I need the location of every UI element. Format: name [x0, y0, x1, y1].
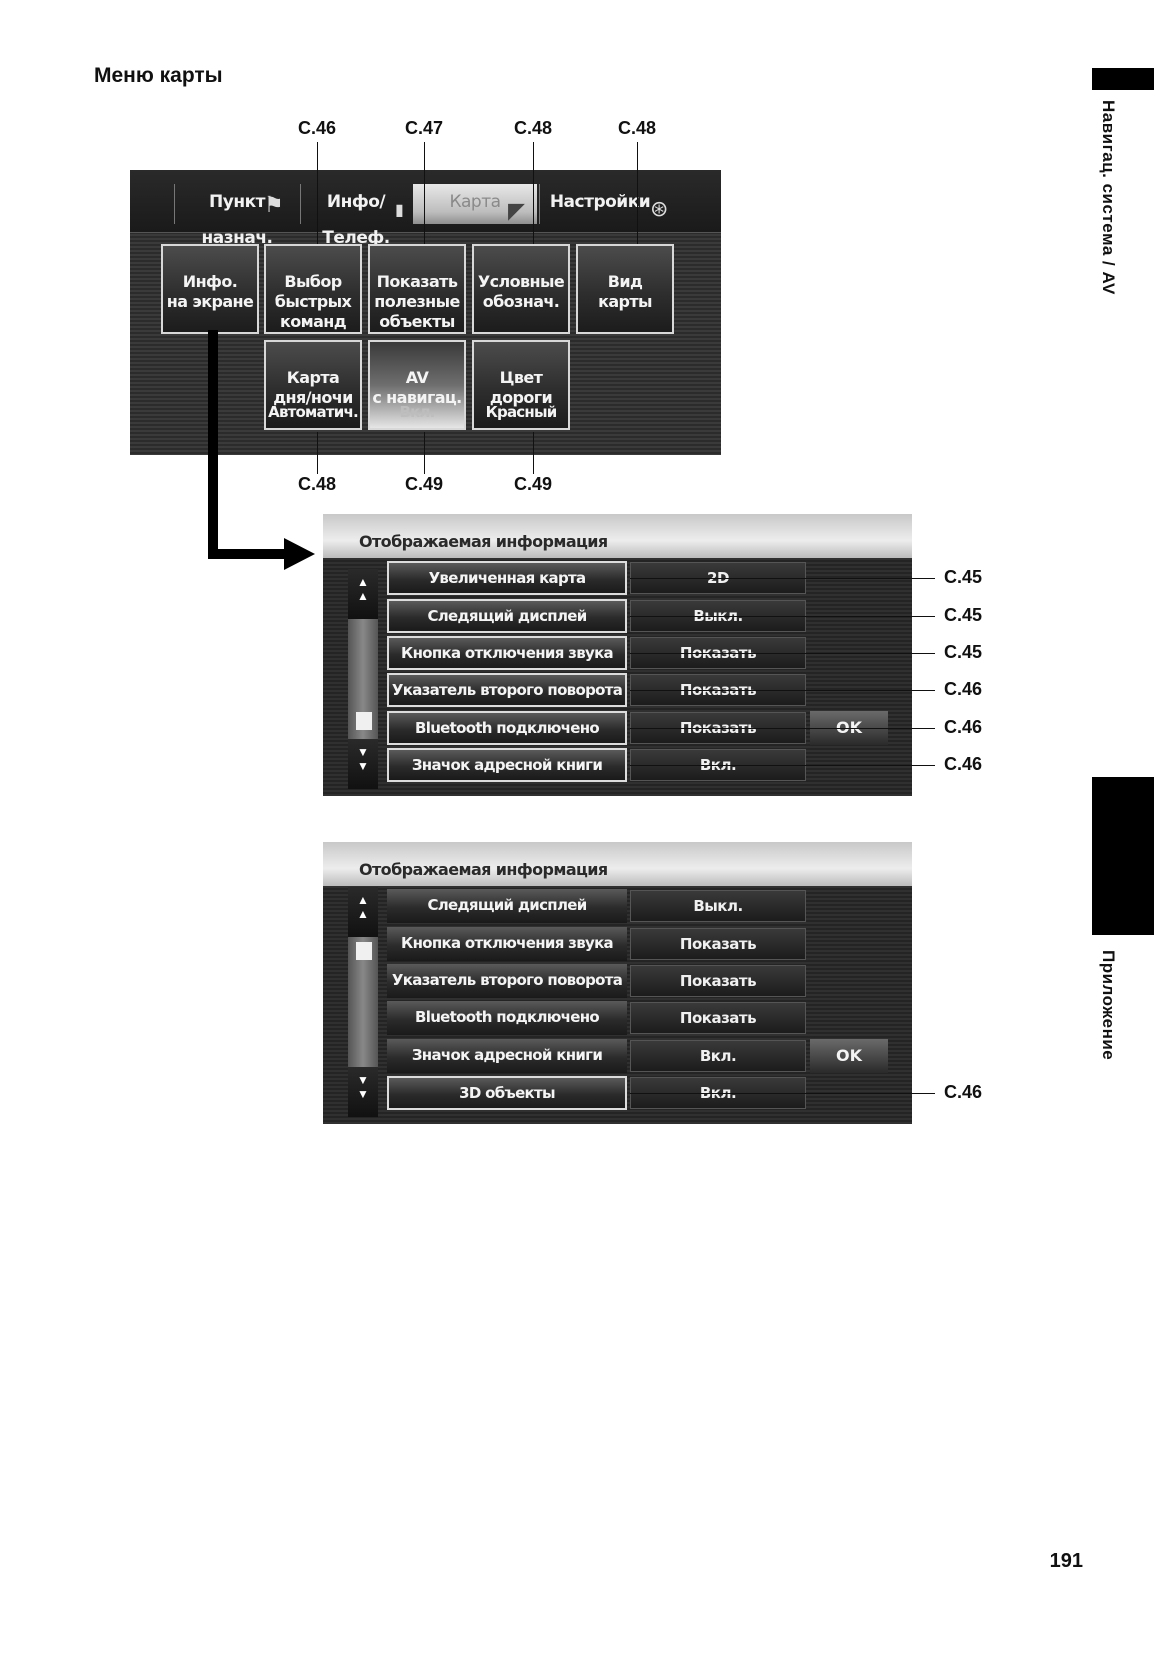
scroll-thumb[interactable] [356, 712, 372, 730]
list-title: Отображаемая информация [359, 860, 608, 879]
tab-info-phone[interactable]: Инфо/Телеф. [300, 184, 411, 248]
list-item-value: Показать [630, 1002, 806, 1034]
menu-button-legend[interactable]: Условные обознач. [472, 244, 570, 334]
list-item-value: Выкл. [630, 890, 806, 922]
list-item[interactable]: Следящий дисплей [387, 599, 627, 633]
leader-line [317, 432, 318, 474]
list-item[interactable]: Значок адресной книги [387, 748, 627, 782]
ref-label: С.45 [944, 567, 983, 587]
menu-button-show-poi[interactable]: Показать полезные объекты [368, 244, 466, 334]
menu-button-value: Вкл. [399, 403, 435, 421]
list-item[interactable]: Следящий дисплей [387, 889, 627, 923]
list-header: Отображаемая информация [323, 842, 912, 886]
list-item[interactable]: 3D объекты [387, 1076, 627, 1110]
ref-label: С.45 [944, 605, 983, 625]
leader-line [637, 142, 638, 244]
tab-destination-label: Пункт назнач. [201, 192, 273, 248]
leader-line [317, 142, 318, 244]
list-item[interactable]: Увеличенная карта [387, 561, 627, 595]
leader-line [533, 432, 534, 474]
tab-destination[interactable]: Пункт назнач. [174, 184, 299, 248]
map-icon: ◤ [508, 198, 525, 223]
list-item[interactable]: Указатель второго поворота [387, 673, 627, 707]
leader-line [630, 728, 935, 729]
menu-button-value: Красный [485, 403, 558, 421]
ref-label: С.46 [297, 118, 337, 138]
list-title: Отображаемая информация [359, 532, 608, 551]
menu-button-value: Автоматич. [268, 403, 358, 421]
phone-icon: ▮ [395, 202, 404, 219]
ref-label: С.48 [617, 118, 657, 138]
ref-label: С.46 [944, 1082, 983, 1102]
ref-label: С.46 [944, 679, 983, 699]
tab-info-phone-label: Инфо/Телеф. [322, 192, 390, 248]
ref-label: С.46 [944, 717, 983, 737]
map-menu-screen: Пункт назнач. ⚑ Инфо/Телеф. ▮ Карта ◤ На… [130, 170, 721, 455]
page-number: 191 [1049, 1550, 1083, 1572]
list-item[interactable]: Bluetooth подключено [387, 711, 627, 745]
list-item[interactable]: Кнопка отключения звука [387, 927, 627, 961]
tab-map-label: Карта [449, 192, 501, 212]
scroll-thumb[interactable] [356, 942, 372, 960]
menu-button-label: Вид карты [598, 272, 652, 311]
leader-line [424, 432, 425, 474]
scroll-down-icon[interactable]: ▼▼ [348, 1067, 378, 1117]
leader-line [630, 578, 935, 579]
ref-label: С.49 [513, 474, 553, 494]
list-item[interactable]: Указатель второго поворота [387, 964, 627, 998]
side-tab-marker-nav [1092, 68, 1154, 90]
menu-button-av-navigation[interactable]: AV с навигац. Вкл. [368, 340, 466, 430]
menu-button-map-view[interactable]: Вид карты [576, 244, 674, 334]
leader-line [630, 690, 935, 691]
menu-button-label: Выбор быстрых команд [274, 272, 352, 331]
menu-button-label: AV с навигац. [372, 368, 462, 407]
ref-label: С.46 [944, 754, 983, 774]
list-item-value: Вкл. [630, 1040, 806, 1072]
ref-label: С.49 [404, 474, 444, 494]
scroll-up-icon[interactable]: ▲▲ [348, 887, 378, 937]
menu-button-label: Карта дня/ночи [273, 368, 353, 407]
menu-button-road-color[interactable]: Цвет дороги Красный [472, 340, 570, 430]
side-tab-nav-label: Навигац. система / AV [1099, 100, 1118, 295]
list-item-value: Показать [630, 928, 806, 960]
tab-map[interactable]: Карта [413, 184, 537, 224]
list-item[interactable]: Bluetooth подключено [387, 1001, 627, 1035]
info-list-screen-1: Отображаемая информация ▲▲ ▼▼ Увеличенна… [323, 514, 912, 796]
list-item[interactable]: Кнопка отключения звука [387, 636, 627, 670]
scroll-up-icon[interactable]: ▲▲ [348, 569, 378, 619]
side-tab-appendix-label: Приложение [1099, 950, 1118, 1061]
menu-button-label: Инфо. на экране [166, 272, 254, 311]
menu-tabbar: Пункт назнач. ⚑ Инфо/Телеф. ▮ Карта ◤ На… [130, 170, 721, 248]
compass-icon: ⊛ [650, 196, 669, 221]
leader-line [630, 616, 935, 617]
scroll-down-icon[interactable]: ▼▼ [348, 739, 378, 789]
menu-button-label: Показать полезные объекты [374, 272, 460, 331]
list-header: Отображаемая информация [323, 514, 912, 558]
leader-line [630, 765, 935, 766]
leader-line [630, 1093, 935, 1094]
ref-label: С.48 [297, 474, 337, 494]
leader-line [424, 142, 425, 244]
menu-button-day-night[interactable]: Карта дня/ночи Автоматич. [264, 340, 362, 430]
menu-button-label: Условные обознач. [477, 272, 565, 311]
list-item-value: Показать [630, 965, 806, 997]
ref-label: С.45 [944, 642, 983, 662]
ref-label: С.48 [513, 118, 553, 138]
info-list-screen-2: Отображаемая информация ▲▲ ▼▼ Следящий д… [323, 842, 912, 1124]
ok-button[interactable]: OK [810, 1039, 888, 1073]
menu-button-label: Цвет дороги [489, 368, 553, 407]
leader-line [630, 653, 935, 654]
flow-arrow [208, 330, 315, 570]
menu-button-onscreen-info[interactable]: Инфо. на экране [161, 244, 259, 334]
tab-settings[interactable]: Настройки [539, 184, 660, 224]
section-title: Меню карты [94, 64, 223, 87]
list-item[interactable]: Значок адресной книги [387, 1039, 627, 1073]
menu-button-shortcuts[interactable]: Выбор быстрых команд [264, 244, 362, 334]
ref-label: С.47 [404, 118, 444, 138]
side-tab-marker-appendix [1092, 777, 1154, 935]
checkered-flag-icon: ⚑ [264, 192, 284, 217]
tab-settings-label: Настройки [549, 192, 651, 212]
leader-line [533, 142, 534, 244]
